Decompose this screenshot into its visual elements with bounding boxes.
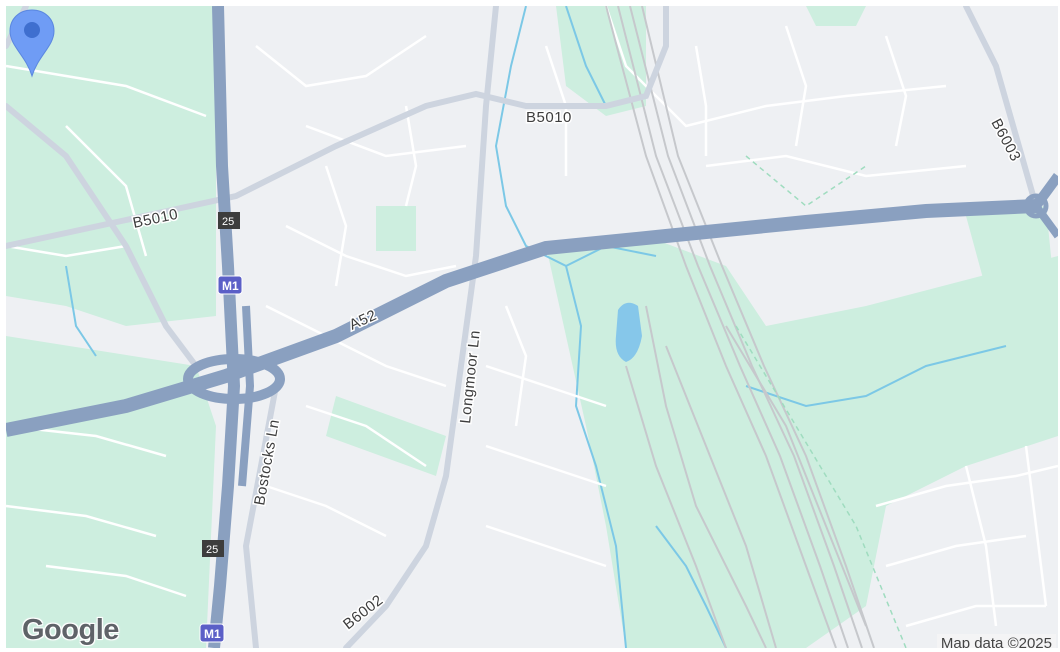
dashed-rail-lines: [735, 155, 907, 648]
junction-marker-south: 25: [202, 540, 224, 557]
minor-roads: [6, 6, 1058, 628]
map-attribution[interactable]: Map data ©2025: [936, 634, 1056, 648]
motorway-shield-m1-south: M1: [199, 623, 225, 643]
junction-marker-north: 25: [218, 212, 240, 229]
svg-text:M1: M1: [222, 279, 239, 293]
svg-text:M1: M1: [204, 627, 221, 641]
railway-lines: [605, 6, 875, 648]
svg-text:25: 25: [206, 544, 218, 556]
motorways: [6, 6, 1058, 648]
road-label-bostocks-ln: Bostocks Ln: [251, 418, 283, 507]
secondary-roads: [6, 6, 1039, 648]
google-logo[interactable]: Google: [22, 614, 119, 646]
map-pin-icon[interactable]: [6, 6, 58, 82]
lake: [615, 302, 642, 362]
roundabout-east: [1023, 193, 1049, 219]
map-canvas[interactable]: B5010 B5010 B6003 A52 Longmoor Ln Bostoc…: [6, 6, 1058, 648]
road-label-b5010-north: B5010: [526, 109, 572, 126]
motorway-shield-m1-north: M1: [217, 275, 243, 295]
map-view[interactable]: B5010 B5010 B6003 A52 Longmoor Ln Bostoc…: [6, 6, 1058, 648]
svg-text:25: 25: [222, 216, 234, 228]
